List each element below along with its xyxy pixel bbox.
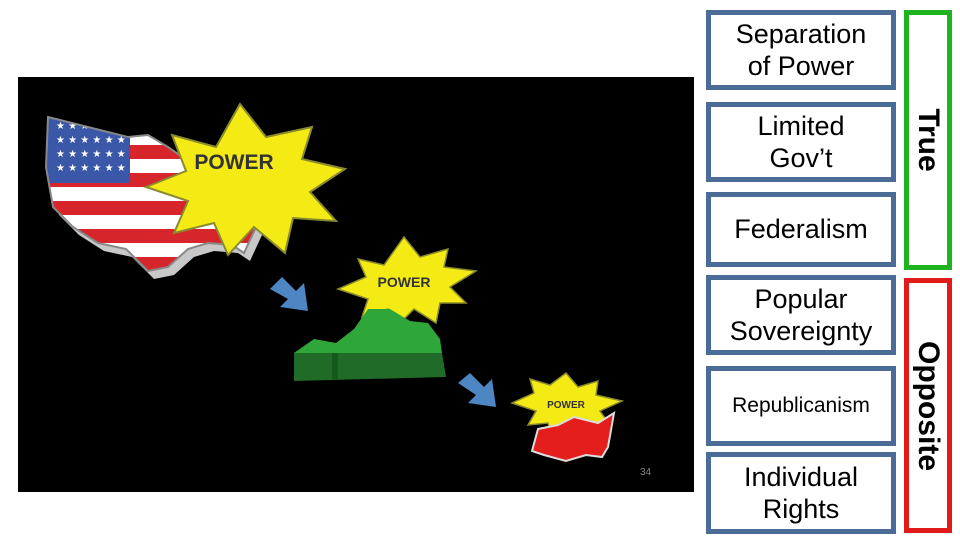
svg-text:POWER: POWER [194,151,273,174]
principle-label: Limited Gov’t [757,110,845,173]
principle-popular-sovereignty: Popular Sovereignty [706,275,896,355]
opposite-group-box: Opposite [904,278,952,533]
svg-text:POWER: POWER [378,274,431,290]
principle-limited-govt: Limited Gov’t [706,102,896,182]
green-state-shape [294,309,446,381]
principle-individual-rights: Individual Rights [706,452,896,534]
true-group-label: True [912,108,945,172]
power-diagram-graphic: ★ ★ ★ ★ ★ ★ ★ ★ ★ ★ ★ ★ ★ ★ ★ ★ ★ ★ ★ ★ … [44,102,652,478]
svg-text:★ ★ ★ ★ ★ ★: ★ ★ ★ ★ ★ ★ [56,149,126,160]
red-county-shape [530,410,616,463]
svg-text:★ ★ ★ ★ ★ ★: ★ ★ ★ ★ ★ ★ [56,121,126,132]
svg-text:★ ★ ★ ★ ★ ★: ★ ★ ★ ★ ★ ★ [56,163,126,174]
power-starburst-medium: POWER [335,235,479,329]
svg-text:POWER: POWER [547,400,586,411]
arrow-down-right-icon [270,277,308,311]
true-group-box: True [904,10,952,270]
principle-republicanism: Republicanism [706,366,896,446]
svg-text:★ ★ ★ ★ ★ ★: ★ ★ ★ ★ ★ ★ [56,135,126,146]
principle-label: Separation of Power [735,18,867,81]
principle-label: Individual Rights [743,461,859,524]
principle-label: Popular Sovereignty [729,283,873,346]
principle-separation-of-power: Separation of Power [706,10,896,90]
arrow-down-right-icon [458,373,496,407]
power-starburst-large: POWER [143,102,348,257]
slide-number: 34 [640,467,652,478]
power-diagram-image: ★ ★ ★ ★ ★ ★ ★ ★ ★ ★ ★ ★ ★ ★ ★ ★ ★ ★ ★ ★ … [18,77,694,492]
opposite-group-label: Opposite [912,340,945,471]
principle-label: Republicanism [732,394,870,418]
principle-federalism: Federalism [706,192,896,267]
principle-label: Federalism [734,214,868,245]
